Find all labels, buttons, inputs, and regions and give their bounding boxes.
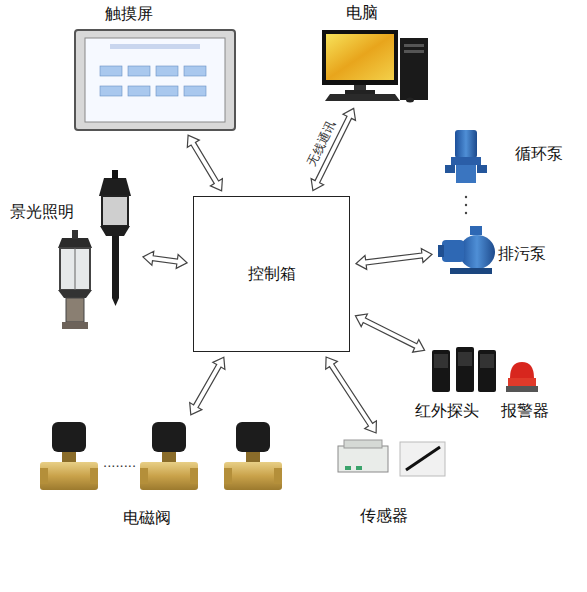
infrared-probe-illustration xyxy=(432,347,496,392)
infrared-probe-node: 红外探头 xyxy=(430,345,498,395)
touchscreen-node: 触摸屏 xyxy=(75,30,235,130)
node-label: 电磁阀 xyxy=(123,508,171,528)
ellipsis-label: ........ xyxy=(103,455,136,470)
lighting-node: 景光照明 xyxy=(52,168,137,333)
pump-node: 排污泵 xyxy=(438,222,496,278)
control-box: 控制箱 xyxy=(193,196,350,352)
node-label: 触摸屏 xyxy=(105,4,153,24)
node-label: 红外探头 xyxy=(415,401,479,421)
valve-node: 电磁阀 xyxy=(38,420,293,498)
touchscreen-illustration xyxy=(75,30,235,130)
node-label: 电脑 xyxy=(346,3,378,23)
double-arrow-connector xyxy=(190,357,225,415)
sensor-illustration xyxy=(338,440,445,476)
double-arrow-connector xyxy=(143,251,187,268)
computer-node: 电脑 xyxy=(320,28,430,103)
double-arrow-connector xyxy=(187,135,222,191)
node-label: 控制箱 xyxy=(248,264,296,284)
valve-illustration xyxy=(40,422,282,490)
node-label: 传感器 xyxy=(360,506,408,526)
computer-illustration xyxy=(322,30,428,103)
node-label: 景光照明 xyxy=(10,202,74,222)
node-label: 排污泵 xyxy=(498,244,546,264)
node-label: 报警器 xyxy=(501,401,549,421)
lamp-illustration xyxy=(58,170,131,329)
pump-node: 循环泵 xyxy=(445,128,490,186)
sensor-node: 传感器 xyxy=(335,438,450,478)
double-arrow-connector xyxy=(326,357,377,433)
alarm-node: 报警器 xyxy=(505,358,540,393)
pump-illustration xyxy=(438,130,495,274)
alarm-illustration xyxy=(506,362,538,392)
double-arrow-connector xyxy=(355,314,424,352)
double-arrow-connector xyxy=(356,249,432,270)
node-label: 循环泵 xyxy=(515,144,563,164)
